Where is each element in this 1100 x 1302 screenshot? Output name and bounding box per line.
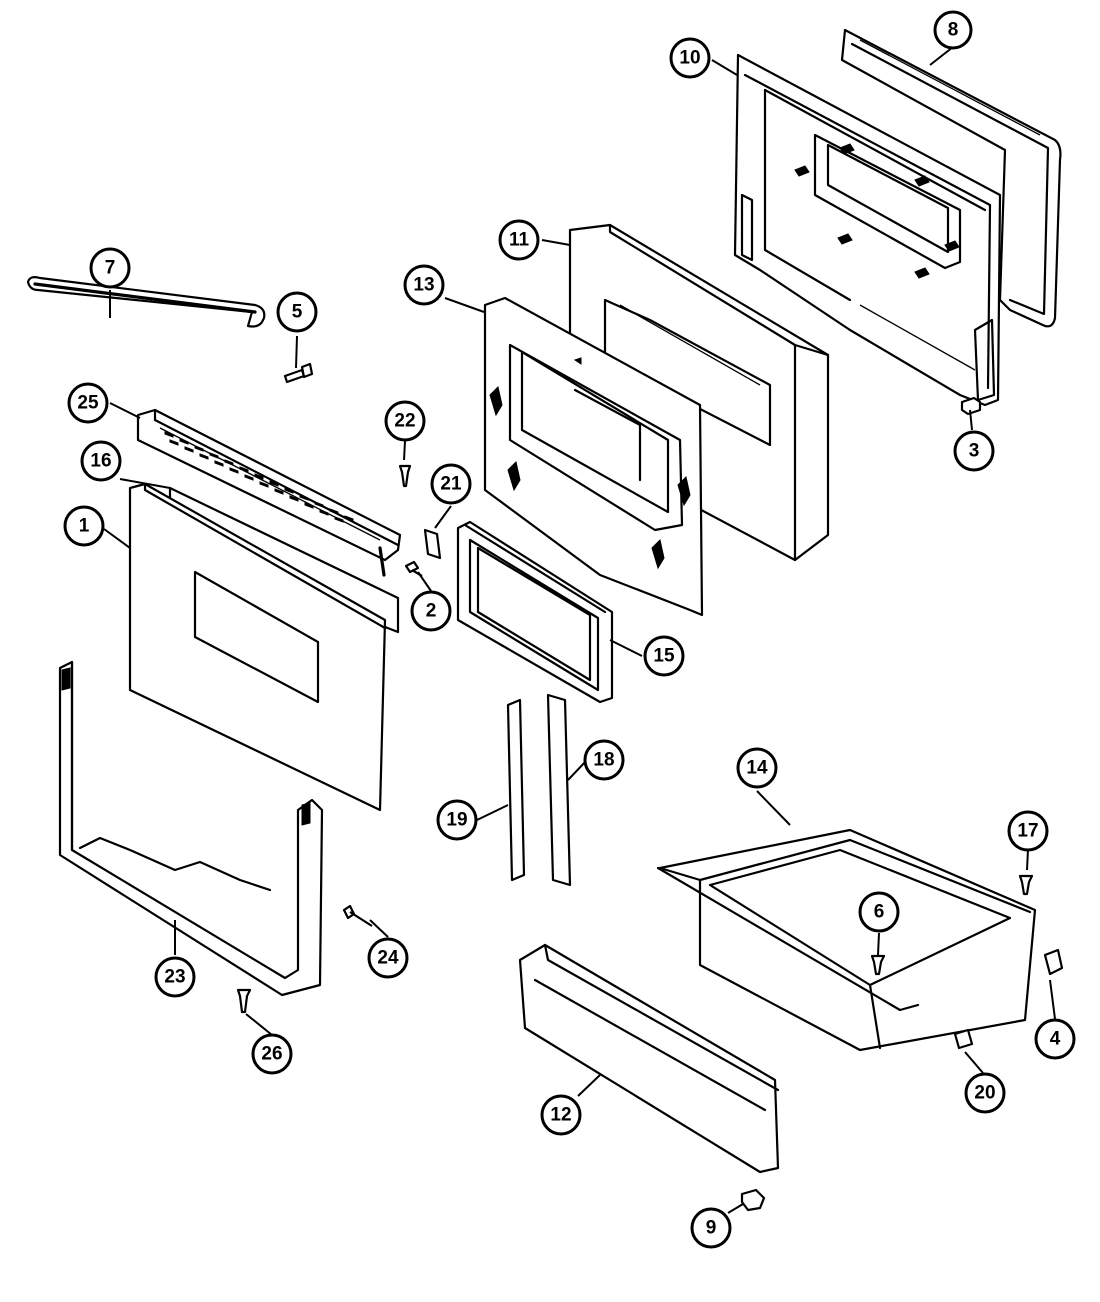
callout-label: 14: [746, 758, 768, 779]
callout-label: 18: [593, 750, 614, 771]
callout-19: 19: [436, 799, 478, 841]
callout-label: 24: [377, 948, 399, 969]
part-screw-24: [342, 904, 373, 927]
callout-20: 20: [964, 1072, 1006, 1114]
callout-8: 8: [933, 10, 973, 50]
callout-24: 24: [367, 937, 409, 979]
callout-label: 17: [1017, 821, 1038, 842]
callout-6: 6: [858, 891, 900, 933]
part-drawer-rail-left: [506, 698, 526, 882]
part-vent-trim: [136, 408, 402, 577]
callout-15: 15: [643, 635, 685, 677]
callout-16: 16: [80, 440, 122, 482]
callout-label: 5: [292, 302, 303, 323]
callout-label: 22: [394, 411, 415, 432]
callout-11: 11: [498, 219, 540, 261]
callout-label: 3: [969, 441, 980, 462]
callout-18: 18: [583, 739, 625, 781]
callout-21: 21: [430, 463, 472, 505]
callout-3: 3: [953, 430, 995, 472]
callout-label: 8: [948, 20, 959, 41]
callout-label: 1: [79, 516, 90, 537]
callout-label: 25: [77, 393, 99, 414]
callout-label: 6: [874, 902, 885, 923]
callout-label: 11: [509, 230, 530, 251]
callout-17: 17: [1007, 810, 1049, 852]
part-drawer-clip: [1043, 948, 1064, 976]
callout-label: 13: [413, 275, 434, 296]
part-window-frame: [456, 520, 614, 704]
callout-label: 15: [653, 646, 675, 667]
part-screw-6: [870, 954, 886, 976]
part-drawer-frame: [58, 660, 324, 997]
part-drawer-pan: [656, 828, 1037, 1052]
callout-13: 13: [403, 264, 445, 306]
callout-label: 10: [679, 48, 700, 69]
callout-label: 9: [706, 1218, 717, 1239]
callout-5: 5: [276, 291, 318, 333]
leader-lines: [103, 46, 1056, 1214]
callout-1: 1: [63, 505, 105, 547]
part-drawer-front: [518, 943, 780, 1174]
part-rail-clip: [953, 1028, 974, 1050]
part-outer-door: [128, 482, 387, 812]
part-screw-17: [1018, 874, 1034, 896]
callout-2: 2: [410, 590, 452, 632]
callout-7: 7: [89, 247, 131, 289]
callout-label: 21: [440, 474, 462, 495]
part-door-gasket: [840, 28, 1062, 328]
part-door-handle: [26, 276, 266, 328]
part-handle-screw: [283, 362, 314, 384]
callout-25: 25: [67, 382, 109, 424]
callout-label: 23: [164, 967, 185, 988]
callout-10: 10: [669, 37, 711, 79]
callout-26: 26: [251, 1033, 293, 1075]
callout-4: 4: [1034, 1018, 1076, 1060]
callout-label: 20: [974, 1083, 995, 1104]
callout-label: 12: [550, 1105, 571, 1126]
callout-label: 16: [90, 451, 111, 472]
callout-23: 23: [154, 956, 196, 998]
part-door-insulation: [568, 223, 830, 562]
part-screw-26: [236, 988, 252, 1014]
part-door-liner: [483, 296, 704, 617]
callout-9: 9: [690, 1207, 732, 1249]
part-bracket: [423, 528, 442, 560]
part-inner-door-panel: [733, 53, 1002, 407]
callout-label: 19: [446, 810, 467, 831]
callout-14: 14: [736, 747, 778, 789]
part-leveling-leg: [740, 1188, 766, 1212]
callout-label: 4: [1050, 1029, 1061, 1050]
callout-label: 7: [105, 258, 116, 279]
callout-label: 26: [261, 1044, 282, 1065]
callout-22: 22: [384, 400, 426, 442]
callout-label: 2: [426, 601, 437, 622]
callout-12: 12: [540, 1094, 582, 1136]
part-drawer-rail-right: [546, 693, 572, 887]
part-screw-22: [398, 464, 412, 488]
part-door-clip: [960, 396, 982, 416]
